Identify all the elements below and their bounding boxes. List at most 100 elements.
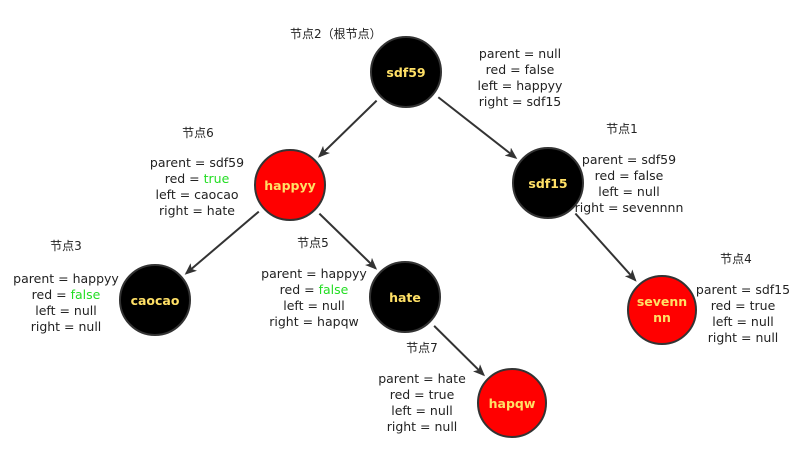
info-line: red = false <box>280 282 349 297</box>
info-line: right = null <box>708 330 779 345</box>
node-tag-seven: 节点4 <box>720 252 752 266</box>
node-tag-hapqw: 节点7 <box>406 341 438 355</box>
node-label-caocao: caocao <box>131 293 180 308</box>
info-text: false <box>634 168 664 183</box>
node-tag-hate: 节点5 <box>297 236 329 250</box>
info-line: right = sevennnn <box>575 200 684 215</box>
edge-happyy-to-caocao <box>184 210 260 275</box>
edge-happyy-to-hate <box>318 212 378 270</box>
info-text: left = null <box>598 184 659 199</box>
info-line: left = null <box>391 403 452 418</box>
info-line: red = false <box>32 287 101 302</box>
highlighted-bool: false <box>319 282 349 297</box>
node-circle-sdf59 <box>370 36 442 108</box>
info-text: right = sdf15 <box>479 94 562 109</box>
edge-sdf59-to-sdf15 <box>437 96 518 159</box>
node-circle-happyy <box>254 149 326 221</box>
edge-sdf59-to-happyy <box>317 99 378 158</box>
info-line: parent = null <box>479 46 561 61</box>
node-tag-caocao: 节点3 <box>50 239 82 253</box>
info-line: left = happyy <box>478 78 564 93</box>
info-line: parent = happyy <box>13 271 119 286</box>
node-circle-hate <box>369 261 441 333</box>
node-circle-caocao <box>119 264 191 336</box>
node-tag-happyy: 节点6 <box>182 126 214 140</box>
node-label-line: nn <box>653 310 671 325</box>
info-text: red = <box>486 62 525 77</box>
node-sdf15: sdf15 <box>512 147 584 219</box>
info-text: red = <box>595 168 634 183</box>
info-text: true <box>429 387 455 402</box>
info-text: parent = happyy <box>261 266 367 281</box>
info-text: parent = null <box>479 46 561 61</box>
info-line: right = null <box>31 319 102 334</box>
info-line: parent = sdf59 <box>582 152 676 167</box>
node-happyy: happyy <box>254 149 326 221</box>
info-line: right = null <box>387 419 458 434</box>
info-text: right = sevennnn <box>575 200 684 215</box>
info-text: red = <box>165 171 204 186</box>
info-line: right = hapqw <box>269 314 358 329</box>
node-tag-sdf59: 节点2（根节点） <box>290 27 382 41</box>
info-line: red = false <box>595 168 664 183</box>
node-label-line: sevenn <box>637 294 687 309</box>
edges-layer <box>184 96 637 377</box>
info-text: parent = hate <box>378 371 466 386</box>
info-text: left = null <box>283 298 344 313</box>
info-text: right = null <box>31 319 102 334</box>
info-text: right = hate <box>159 203 235 218</box>
info-text: parent = sdf59 <box>582 152 676 167</box>
info-line: parent = sdf59 <box>150 155 244 170</box>
info-line: left = null <box>712 314 773 329</box>
highlighted-bool: true <box>204 171 230 186</box>
node-sdf59: sdf59 <box>370 36 442 108</box>
info-text: right = null <box>708 330 779 345</box>
node-circle-sdf15 <box>512 147 584 219</box>
highlighted-bool: false <box>71 287 101 302</box>
info-text: left = happyy <box>478 78 564 93</box>
node-hate: hate <box>369 261 441 333</box>
info-text: parent = sdf15 <box>696 282 790 297</box>
edge-hate-to-hapqw <box>433 325 486 377</box>
node-label-hate: hate <box>389 290 421 305</box>
node-hapqw: hapqw <box>477 368 547 438</box>
info-line: parent = sdf15 <box>696 282 790 297</box>
info-text: left = null <box>712 314 773 329</box>
node-caocao: caocao <box>119 264 191 336</box>
info-line: red = true <box>165 171 230 186</box>
info-line: red = false <box>486 62 555 77</box>
info-text: red = <box>711 298 750 313</box>
info-text: parent = sdf59 <box>150 155 244 170</box>
info-line: left = null <box>283 298 344 313</box>
node-label-sdf59: sdf59 <box>386 65 425 80</box>
info-line: parent = happyy <box>261 266 367 281</box>
info-text: left = caocao <box>155 187 238 202</box>
info-text: parent = happyy <box>13 271 119 286</box>
info-text: left = null <box>391 403 452 418</box>
info-text: red = <box>32 287 71 302</box>
info-text: false <box>525 62 555 77</box>
node-label-happyy: happyy <box>264 178 316 193</box>
info-text: right = null <box>387 419 458 434</box>
info-line: right = hate <box>159 203 235 218</box>
info-line: red = true <box>390 387 455 402</box>
info-line: right = sdf15 <box>479 94 562 109</box>
info-text: right = hapqw <box>269 314 358 329</box>
edge-sdf15-to-seven <box>574 212 637 282</box>
info-line: left = null <box>35 303 96 318</box>
node-tag-sdf15: 节点1 <box>606 122 638 136</box>
info-text: true <box>750 298 776 313</box>
info-line: red = true <box>711 298 776 313</box>
info-line: parent = hate <box>378 371 466 386</box>
node-circle-seven <box>627 275 697 345</box>
info-text: red = <box>390 387 429 402</box>
